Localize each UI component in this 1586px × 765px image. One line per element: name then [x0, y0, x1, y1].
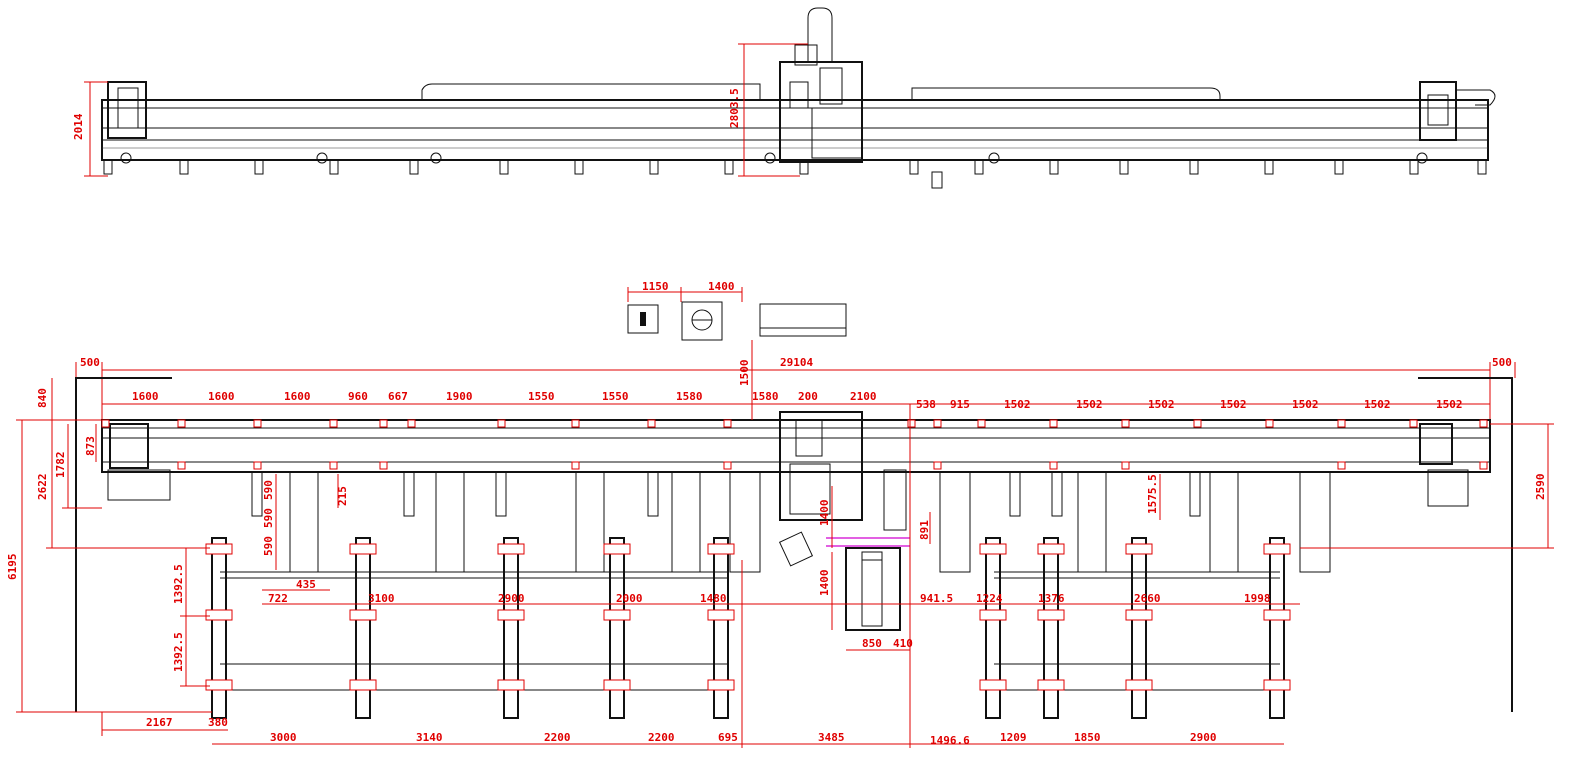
svg-text:1600: 1600	[132, 390, 159, 403]
svg-text:695: 695	[718, 731, 738, 744]
svg-text:1550: 1550	[528, 390, 555, 403]
svg-text:1224: 1224	[976, 592, 1003, 605]
dim-873: 873	[84, 436, 97, 456]
svg-text:1998: 1998	[1244, 592, 1271, 605]
svg-text:2660: 2660	[1134, 592, 1161, 605]
dim-2622: 2622	[36, 474, 49, 501]
svg-text:2000: 2000	[616, 592, 643, 605]
svg-text:1496.6: 1496.6	[930, 734, 970, 747]
svg-text:1575.5: 1575.5	[1146, 474, 1159, 514]
svg-text:850: 850	[862, 637, 882, 650]
dim-detail-1400: 1400	[708, 280, 735, 293]
svg-text:1900: 1900	[446, 390, 473, 403]
svg-text:3100: 3100	[368, 592, 395, 605]
svg-text:1600: 1600	[284, 390, 311, 403]
svg-text:960: 960	[348, 390, 368, 403]
svg-text:1502: 1502	[1364, 398, 1391, 411]
svg-text:1502: 1502	[1220, 398, 1247, 411]
svg-text:590: 590	[262, 508, 275, 528]
svg-text:1580: 1580	[676, 390, 703, 403]
chain-conveyors	[205, 537, 1291, 719]
svg-text:1502: 1502	[1436, 398, 1463, 411]
side-view-feet	[103, 159, 1487, 189]
svg-text:941.5: 941.5	[920, 592, 953, 605]
svg-text:891: 891	[918, 520, 931, 540]
svg-text:1502: 1502	[1148, 398, 1175, 411]
svg-text:1400: 1400	[818, 570, 831, 597]
svg-text:1400: 1400	[818, 500, 831, 527]
svg-text:200: 200	[798, 390, 818, 403]
svg-text:538: 538	[916, 398, 936, 411]
svg-text:1209: 1209	[1000, 731, 1027, 744]
svg-text:3000: 3000	[270, 731, 297, 744]
dim-side-height: 2014	[72, 113, 85, 140]
dim-overall-length: 29104	[780, 356, 813, 369]
detail-views: 1150 1400	[627, 280, 847, 341]
svg-text:1502: 1502	[1292, 398, 1319, 411]
svg-text:1480: 1480	[700, 592, 727, 605]
dim-total-width: 6195	[6, 554, 19, 581]
dim-1500: 1500	[738, 360, 751, 387]
svg-text:590: 590	[262, 480, 275, 500]
svg-text:1502: 1502	[1004, 398, 1031, 411]
svg-text:590: 590	[262, 536, 275, 556]
svg-text:2900: 2900	[1190, 731, 1217, 744]
svg-text:2100: 2100	[850, 390, 877, 403]
svg-text:215: 215	[336, 486, 349, 506]
dim-840: 840	[36, 388, 49, 408]
bed-bolts	[101, 419, 1488, 470]
dim-gantry-height: 2803.5	[728, 88, 741, 128]
svg-text:1502: 1502	[1076, 398, 1103, 411]
support-arms	[251, 471, 1331, 573]
side-view: 2014 2803.5	[72, 7, 1496, 189]
top-row-dims: 1600 1600 1600 960 667 1900 1550 1550 15…	[132, 390, 1463, 411]
dim-detail-1150: 1150	[642, 280, 669, 293]
svg-text:1376: 1376	[1038, 592, 1065, 605]
plan-view: 500 29104 500 1600 1600 1600 960 667 190…	[6, 340, 1554, 748]
svg-text:2200: 2200	[544, 731, 571, 744]
svg-text:1580: 1580	[752, 390, 779, 403]
svg-text:2900: 2900	[498, 592, 525, 605]
svg-text:1392.5: 1392.5	[172, 632, 185, 672]
svg-text:2200: 2200	[648, 731, 675, 744]
svg-text:380: 380	[208, 716, 228, 729]
svg-text:667: 667	[388, 390, 408, 403]
svg-text:915: 915	[950, 398, 970, 411]
svg-text:2167: 2167	[146, 716, 173, 729]
dim-1782: 1782	[54, 452, 67, 479]
dim-margin-right: 500	[1492, 356, 1512, 369]
svg-text:1550: 1550	[602, 390, 629, 403]
dim-margin-left: 500	[80, 356, 100, 369]
svg-text:435: 435	[296, 578, 316, 591]
svg-text:1600: 1600	[208, 390, 235, 403]
svg-text:410: 410	[893, 637, 913, 650]
svg-text:1850: 1850	[1074, 731, 1101, 744]
svg-text:3485: 3485	[818, 731, 845, 744]
svg-text:722: 722	[268, 592, 288, 605]
svg-text:3140: 3140	[416, 731, 443, 744]
svg-text:1392.5: 1392.5	[172, 564, 185, 604]
dim-2590: 2590	[1534, 474, 1547, 501]
